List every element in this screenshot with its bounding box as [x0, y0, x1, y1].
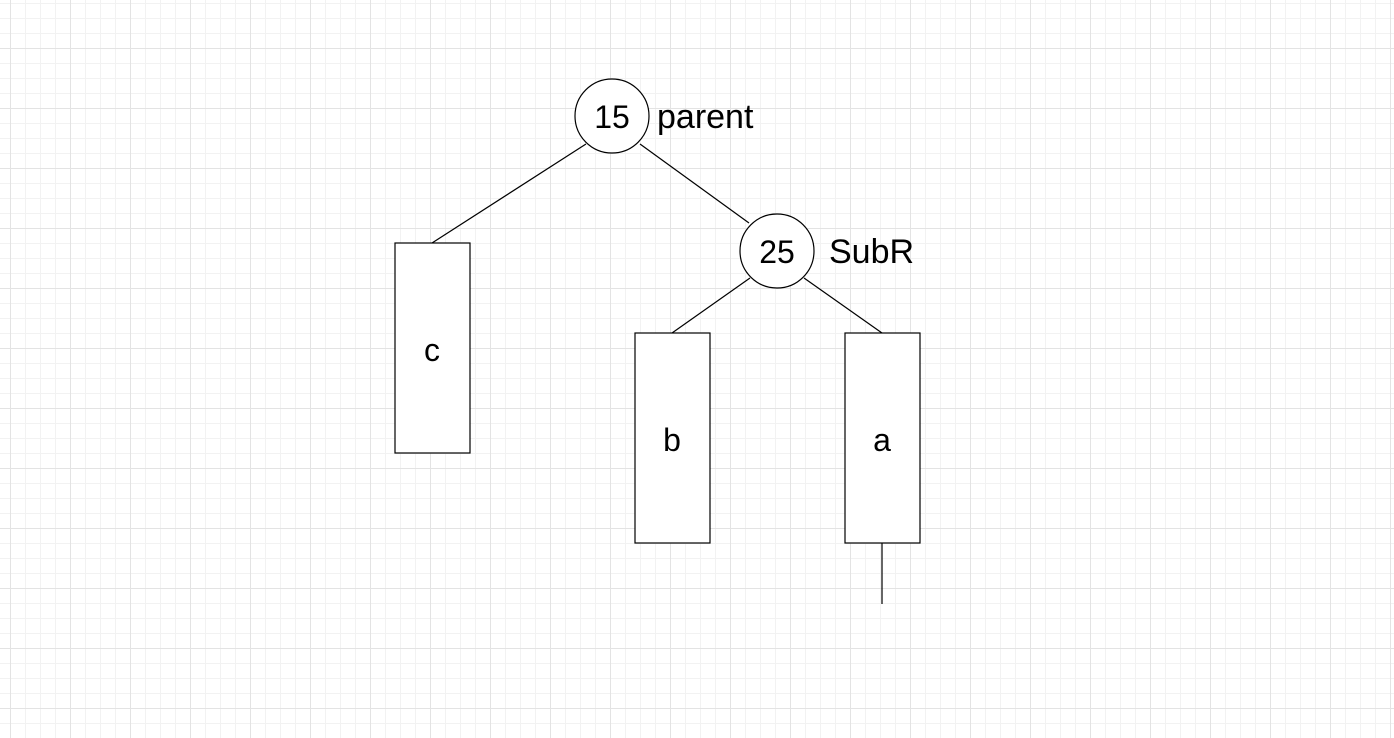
- subr-node-circle[interactable]: [739, 213, 815, 289]
- subr-node-label: SubR: [829, 233, 914, 271]
- subtree-a-box[interactable]: [844, 332, 921, 544]
- edge-subr-to-a: [803, 277, 883, 334]
- subtree-b-box[interactable]: [634, 332, 711, 544]
- parent-node-label: parent: [657, 98, 754, 136]
- edge-parent-to-c: [431, 143, 587, 244]
- subtree-c-label: c: [424, 332, 440, 368]
- subr-node-value: 25: [759, 234, 795, 270]
- parent-node-circle[interactable]: [574, 78, 650, 154]
- subtree-b-label: b: [663, 422, 681, 458]
- edge-parent-to-subr: [639, 143, 750, 224]
- subtree-a-label: a: [873, 422, 891, 458]
- edge-subr-to-b: [671, 277, 751, 334]
- subtree-c-box[interactable]: [394, 242, 471, 454]
- parent-node-value: 15: [594, 99, 630, 135]
